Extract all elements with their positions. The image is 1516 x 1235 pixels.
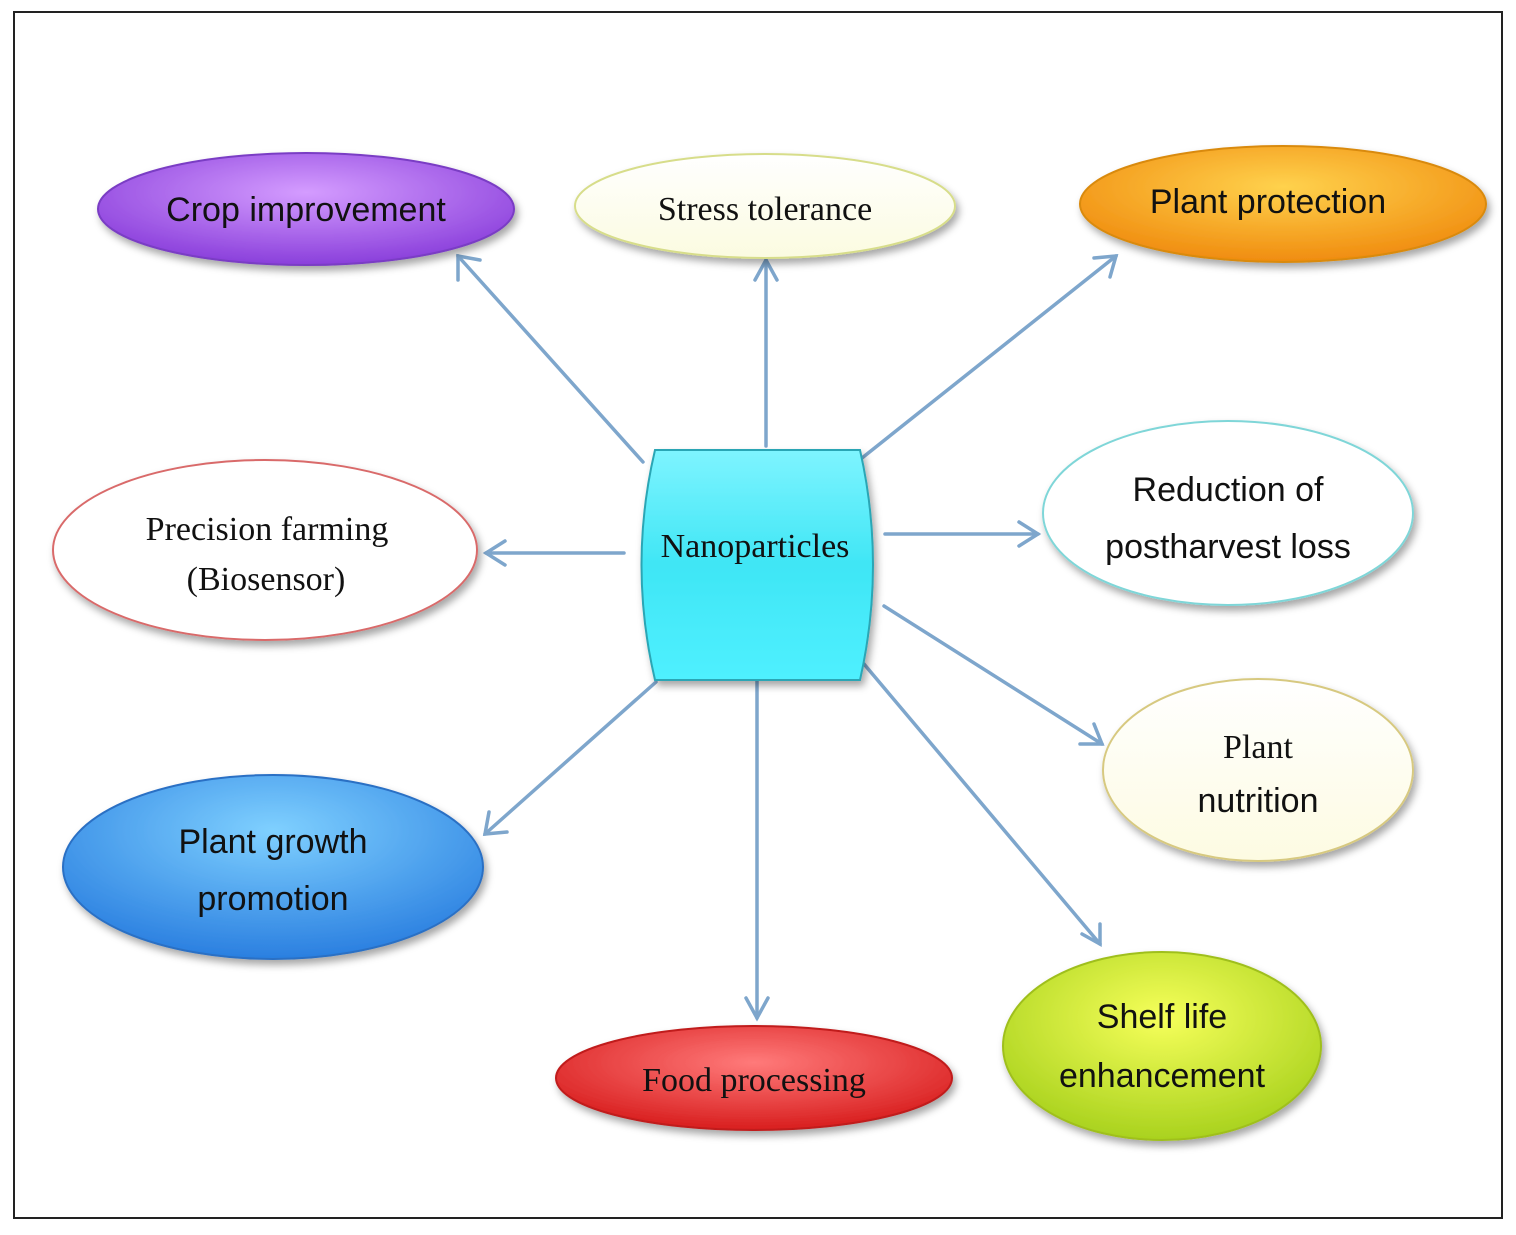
node-label-line2: (Biosensor): [187, 561, 346, 598]
arrow-to-crop-improvement: [456, 253, 645, 464]
node-label-line2: promotion: [197, 880, 348, 918]
arrow-to-plant-protection: [860, 254, 1119, 460]
node-label-line2: postharvest loss: [1105, 528, 1351, 566]
center-label: Nanoparticles: [661, 528, 850, 565]
node-label-line1: Precision farming: [146, 511, 389, 548]
node-shelf-life-enhancement: Shelf life enhancement: [1002, 951, 1322, 1141]
arrow-to-food-processing: [744, 678, 770, 1022]
node-label-line2: enhancement: [1059, 1057, 1266, 1095]
node-plant-protection: Plant protection: [1079, 145, 1487, 263]
arrow-to-plant-growth: [482, 680, 658, 836]
node-label: Stress tolerance: [658, 191, 872, 228]
arrow-to-shelf-life: [862, 662, 1102, 947]
node-label: Food processing: [642, 1062, 866, 1099]
node-label-line1: Plant growth: [179, 823, 368, 861]
node-plant-nutrition: Plant nutrition: [1102, 678, 1414, 862]
arrow-to-postharvest-loss: [883, 520, 1042, 548]
connector-arrows: [456, 253, 1119, 1022]
node-label: Crop improvement: [166, 191, 446, 229]
arrow-to-plant-nutrition: [882, 604, 1105, 746]
node-label-line1: Shelf life: [1097, 998, 1227, 1036]
center-node-nanoparticles: Nanoparticles: [640, 449, 874, 681]
node-crop-improvement: Crop improvement: [97, 152, 515, 266]
arrow-to-precision-farming: [482, 539, 626, 567]
node-postharvest-loss: Reduction of postharvest loss: [1042, 420, 1414, 606]
node-label: Plant protection: [1150, 183, 1386, 221]
node-stress-tolerance: Stress tolerance: [574, 153, 956, 259]
node-label-line1: Reduction of: [1133, 471, 1324, 509]
node-label-line1: Plant: [1223, 729, 1293, 766]
node-plant-growth-promotion: Plant growth promotion: [62, 774, 484, 960]
node-food-processing: Food processing: [555, 1025, 953, 1131]
node-precision-farming: Precision farming (Biosensor): [52, 459, 478, 641]
arrow-to-stress-tolerance: [753, 256, 779, 448]
node-label-line2: nutrition: [1198, 782, 1319, 820]
